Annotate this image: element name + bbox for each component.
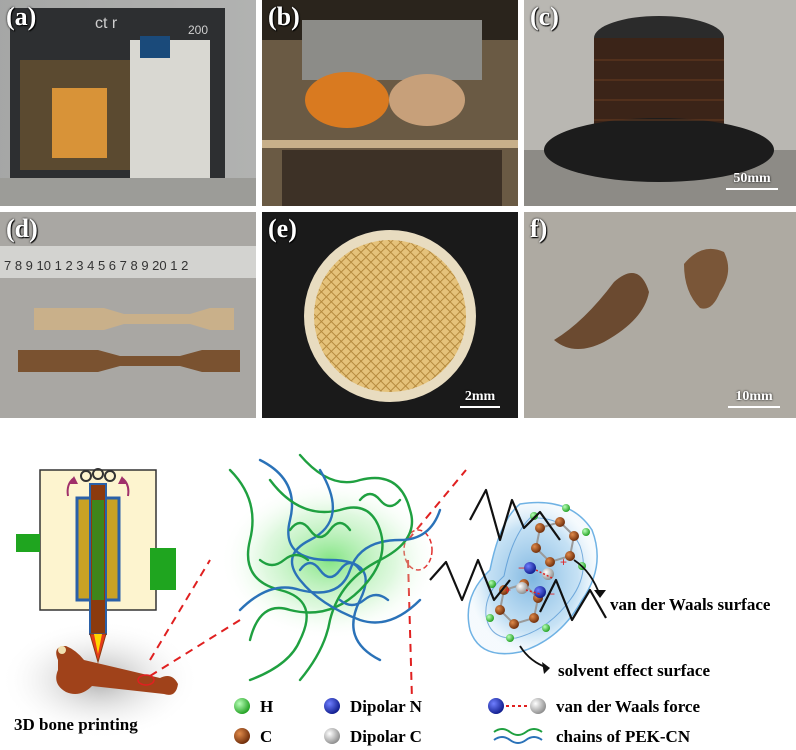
ruler-numbers: 7 8 9 10 1 2 3 4 5 6 7 8 9 20 1 2: [4, 258, 188, 273]
panel-f-label: f): [530, 214, 548, 243]
legend-force-c-ball: [530, 698, 546, 714]
panel-a-label: (a): [6, 2, 37, 31]
legend-chains-text: chains of PEK-CN: [556, 727, 691, 746]
panel-e-lattice-disk-photo: (e) 2mm: [262, 212, 518, 418]
panel-e-scale-text: 2mm: [464, 389, 496, 404]
panel-c-label: (c): [530, 2, 559, 31]
svg-text:+: +: [504, 583, 511, 597]
legend-chain-blue: [493, 736, 543, 744]
panel-f-scale-bar: 10mm: [728, 389, 780, 408]
panel-d-tensile-bars-photo: 7 8 9 10 1 2 3 4 5 6 7 8 9 20 1 2 (d): [0, 212, 256, 418]
legend-force-text: van der Waals force: [556, 697, 700, 716]
legend-h-ball: [234, 698, 250, 714]
printer-model-text: 200: [188, 23, 208, 37]
legend-force-n-ball: [488, 698, 504, 714]
svg-text:+: +: [560, 555, 567, 569]
legend-dipolar-n-ball: [324, 698, 340, 714]
legend-dipolar-n-text: Dipolar N: [350, 697, 423, 716]
legend-c-text: C: [260, 727, 272, 746]
panel-d-label: (d): [6, 214, 38, 243]
panel-c-scale-text: 50mm: [733, 171, 771, 186]
panel-b-label: (b): [268, 2, 300, 31]
schematic-diagram: + + − − van der Waals surface solvent ef…: [0, 453, 771, 746]
panel-f-bone-pieces-photo: f) 10mm: [524, 212, 796, 418]
legend-h-text: H: [260, 697, 273, 716]
panel-c-scale-bar: 50mm: [726, 171, 778, 190]
panel-f-scale-text: 10mm: [735, 389, 773, 404]
legend-dipolar-c-text: Dipolar C: [350, 727, 422, 746]
panel-e-label: (e): [268, 214, 297, 243]
svg-text:−: −: [548, 587, 555, 601]
panel-e-scale-bar: 2mm: [460, 389, 500, 408]
printed-bone-icon: [56, 646, 179, 695]
molecule-surface: [467, 501, 598, 655]
svg-text:−: −: [518, 561, 525, 575]
panel-a-printer-photo: ct r 200 (a): [0, 0, 256, 206]
legend-c-ball: [234, 728, 250, 744]
solvent-surface-label: solvent effect surface: [558, 661, 710, 680]
vdw-surface-label: van der Waals surface: [610, 595, 771, 614]
print-head-schematic: [16, 468, 176, 664]
legend-chain-green: [493, 728, 543, 736]
polymer-chains-tangle: [228, 453, 442, 682]
legend: H C Dipolar N Dipolar C van der Waals fo…: [234, 697, 700, 746]
legend-dipolar-c-ball: [324, 728, 340, 744]
panel-b-extruder-photo: (b): [262, 0, 518, 206]
bone-printing-caption: 3D bone printing: [14, 715, 138, 734]
printer-brand-text: ct r: [95, 15, 118, 32]
polymer-zigzag-chains: [429, 488, 607, 622]
panel-c-filament-spool-photo: (c) 50mm: [524, 0, 796, 206]
